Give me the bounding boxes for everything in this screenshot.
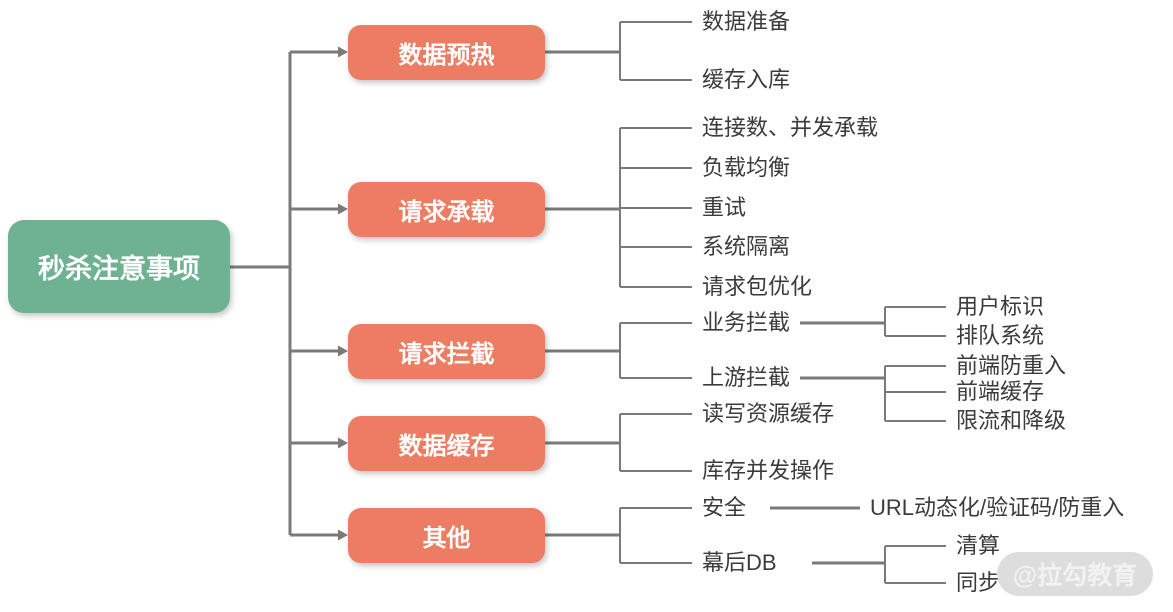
leaf-label: 数据准备: [702, 9, 791, 34]
branch-node-request-intercept: 请求拦截: [348, 324, 545, 379]
leaf-label: 清算: [956, 533, 1001, 558]
leaf-label: 限流和降级: [956, 408, 1067, 433]
branch-node-data-cache: 数据缓存: [348, 416, 545, 471]
arrowhead-branch-4: [338, 437, 348, 449]
leaf-label: 用户标识: [956, 294, 1045, 319]
root-node: 秒杀注意事项: [8, 220, 230, 313]
leaf-label: 排队系统: [956, 323, 1045, 348]
leaf-label: 同步: [956, 570, 1001, 595]
leaf-label: 重试: [702, 195, 747, 220]
leaf-label: 前端防重入: [956, 353, 1067, 378]
arrowhead-branch-3: [338, 345, 348, 357]
watermark-badge: @拉勾教育: [997, 552, 1153, 596]
leaf-label-upstream-intercept: 上游拦截: [702, 365, 791, 390]
leaf-label: 连接数、并发承载: [702, 115, 879, 140]
leaf-label: 系统隔离: [702, 234, 791, 259]
leaf-label-url-security: URL动态化/验证码/防重入: [870, 495, 1125, 520]
branch-node-data-preheat: 数据预热: [348, 25, 545, 80]
leaf-label: 库存并发操作: [702, 458, 835, 483]
leaf-label: 读写资源缓存: [702, 401, 835, 426]
branch-node-request-capacity: 请求承载: [348, 182, 545, 237]
arrowhead-branch-1: [338, 46, 348, 58]
leaf-label: 缓存入库: [702, 67, 791, 92]
leaf-label-security: 安全: [702, 495, 747, 520]
leaf-label: 请求包优化: [702, 274, 813, 299]
arrowhead-branch-2: [338, 203, 348, 215]
arrowhead-branch-5: [338, 529, 348, 541]
leaf-label: 前端缓存: [956, 379, 1045, 404]
leaf-label-backstage-db: 幕后DB: [702, 550, 777, 575]
leaf-label: 负载均衡: [702, 155, 791, 180]
leaf-label-business-intercept: 业务拦截: [702, 310, 791, 335]
branch-node-other: 其他: [348, 508, 545, 563]
